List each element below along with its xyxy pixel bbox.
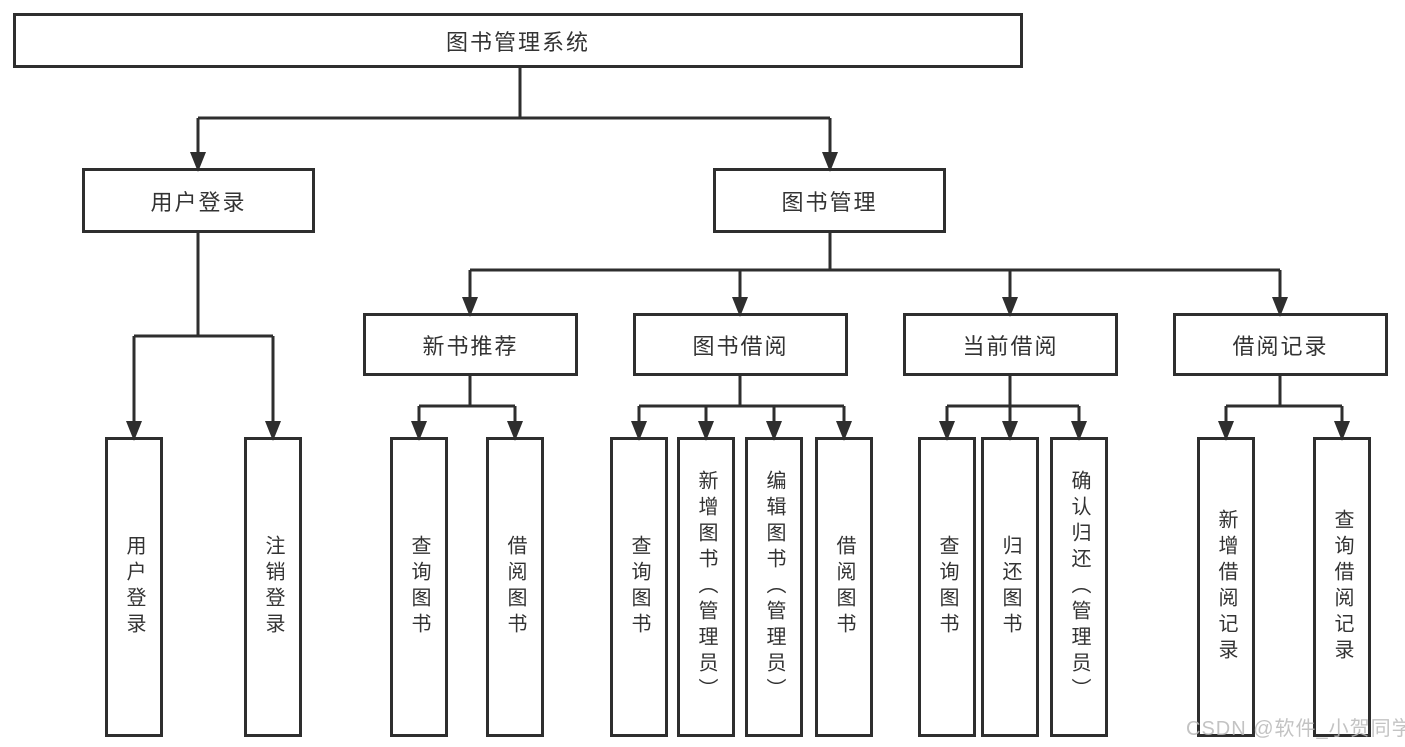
node-label: 归还图书 (999, 535, 1021, 639)
csdn-watermark: CSDN @软件_小贺同学 (1186, 718, 1405, 740)
node-label: 新增图书（管理员） (695, 470, 717, 704)
node-query-books-recommend: 查询图书 (390, 437, 448, 737)
node-edit-books-admin: 编辑图书（管理员） (745, 437, 803, 737)
node-label: 查询借阅记录 (1331, 509, 1353, 665)
node-label: 查询图书 (936, 535, 958, 639)
connector-user-login-to-leaves (126, 233, 281, 441)
node-label: 新书推荐 (422, 333, 519, 359)
node-label: 当前借阅 (962, 333, 1059, 359)
node-label: 查询图书 (408, 535, 430, 639)
node-logout-leaf: 注销登录 (244, 437, 302, 737)
node-label: 用户登录 (123, 535, 145, 639)
node-label: 图书管理 (781, 189, 878, 215)
node-label: 借阅图书 (504, 535, 526, 639)
connector-new-book-recommend-to-leaves (411, 376, 523, 441)
node-user-login: 用户登录 (82, 168, 315, 233)
node-library-management-system: 图书管理系统 (13, 13, 1023, 68)
node-book-borrowing: 图书借阅 (633, 313, 848, 376)
node-label: 图书借阅 (692, 333, 789, 359)
node-borrow-books-recommend: 借阅图书 (486, 437, 544, 737)
node-confirm-return-admin: 确认归还（管理员） (1050, 437, 1108, 737)
node-current-borrowing: 当前借阅 (903, 313, 1118, 376)
node-return-books: 归还图书 (981, 437, 1039, 737)
node-label: 确认归还（管理员） (1068, 470, 1090, 704)
connector-borrowing-records-to-leaves (1218, 376, 1350, 441)
connector-book-management-to-level3 (462, 233, 1288, 317)
connector-book-borrowing-to-leaves (631, 376, 852, 441)
connector-current-borrowing-to-leaves (939, 376, 1087, 441)
node-user-login-leaf: 用户登录 (105, 437, 163, 737)
node-label: 用户登录 (150, 189, 247, 215)
node-label: 新增借阅记录 (1215, 509, 1237, 665)
node-query-books-borrowing: 查询图书 (610, 437, 668, 737)
node-book-management: 图书管理 (713, 168, 946, 233)
node-label: 借阅图书 (833, 535, 855, 639)
node-query-borrow-record: 查询借阅记录 (1313, 437, 1371, 737)
node-add-books-admin: 新增图书（管理员） (677, 437, 735, 737)
node-label: 注销登录 (262, 535, 284, 639)
node-label: 查询图书 (628, 535, 650, 639)
node-borrow-books-borrowing: 借阅图书 (815, 437, 873, 737)
node-new-book-recommend: 新书推荐 (363, 313, 578, 376)
node-borrowing-records: 借阅记录 (1173, 313, 1388, 376)
node-add-borrow-record: 新增借阅记录 (1197, 437, 1255, 737)
node-label: 借阅记录 (1232, 333, 1329, 359)
node-query-books-current: 查询图书 (918, 437, 976, 737)
node-label: 图书管理系统 (445, 29, 590, 55)
node-label: 编辑图书（管理员） (763, 470, 785, 704)
connector-root-to-level2 (190, 68, 838, 172)
